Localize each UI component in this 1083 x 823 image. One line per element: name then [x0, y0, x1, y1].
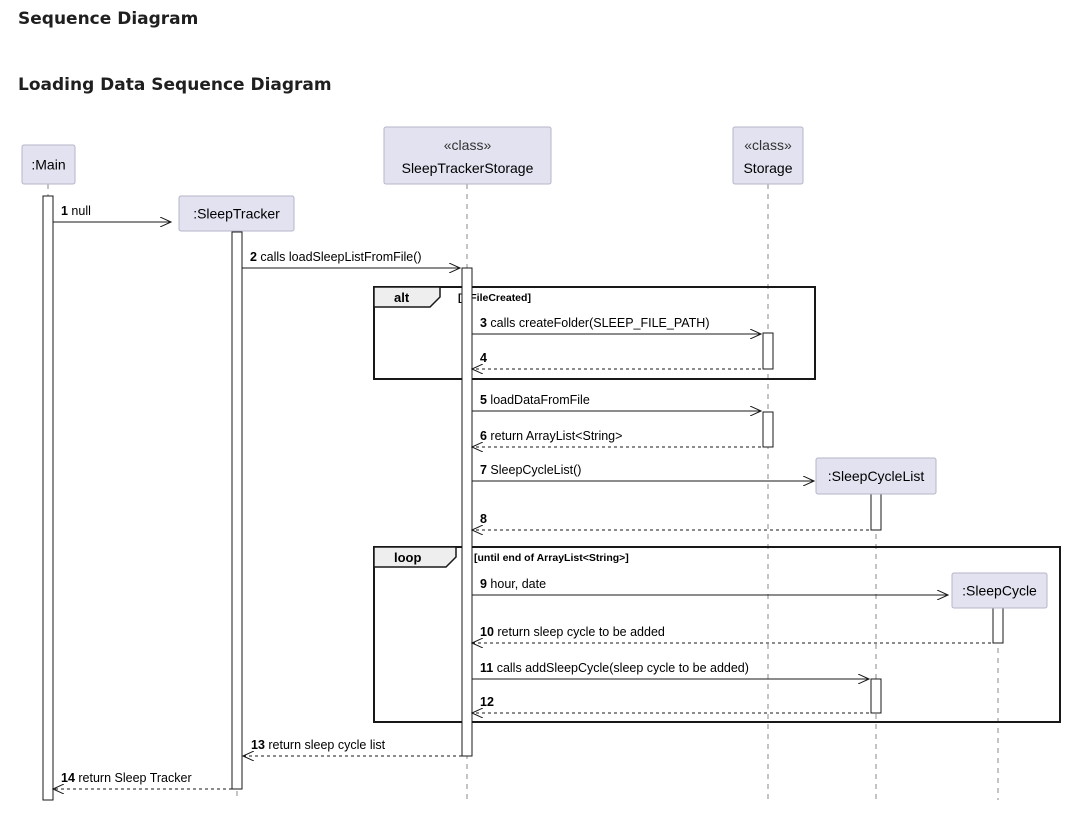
activation-bar: [870, 493, 882, 531]
message-label: 5 loadDataFromFile: [480, 393, 590, 407]
message-1: 1 null: [53, 204, 171, 222]
message-label: 7 SleepCycleList(): [480, 463, 581, 477]
message-text: return Sleep Tracker: [75, 771, 192, 785]
message-number: 9: [480, 577, 487, 591]
message-number: 3: [480, 316, 487, 330]
fragment-guard: [isFileCreated]: [458, 292, 531, 304]
participant-name: :Main: [31, 157, 65, 173]
message-8: 8: [472, 512, 869, 530]
message-12: 12: [472, 695, 869, 713]
participant-tracker: :SleepTracker: [178, 195, 295, 232]
message-14: 14 return Sleep Tracker: [53, 771, 232, 789]
message-13: 13 return sleep cycle list: [243, 738, 462, 756]
message-label: 14 return Sleep Tracker: [61, 771, 192, 785]
message-5: 5 loadDataFromFile: [472, 393, 761, 411]
message-11: 11 calls addSleepCycle(sleep cycle to be…: [472, 661, 869, 679]
participant-storage: «class» Storage: [732, 126, 804, 185]
participant-name: Storage: [743, 160, 792, 176]
message-text: return ArrayList<String>: [487, 429, 622, 443]
participant-box: [951, 572, 1048, 609]
participant-box: [732, 126, 804, 185]
message-10: 10 return sleep cycle to be added: [472, 625, 991, 643]
participant-cyclelist: :SleepCycleList: [815, 457, 937, 495]
activation-bar: [42, 195, 54, 801]
fragment-tab: [373, 286, 441, 308]
message-9: 9 hour, date: [472, 577, 948, 595]
activation-bar: [231, 231, 243, 790]
message-label: 13 return sleep cycle list: [251, 738, 386, 752]
participant-main: :Main: [21, 144, 76, 185]
fragment-frame: [373, 546, 1061, 723]
message-label: 4: [480, 351, 487, 365]
participant-name: SleepTrackerStorage: [402, 160, 534, 176]
message-number: 10: [480, 625, 494, 639]
message-text: hour, date: [487, 577, 546, 591]
activation-bar: [762, 332, 774, 370]
message-label: 2 calls loadSleepListFromFile(): [250, 250, 422, 264]
message-text: loadDataFromFile: [487, 393, 590, 407]
message-label: 10 return sleep cycle to be added: [480, 625, 665, 639]
message-number: 1: [61, 204, 68, 218]
participant-name: :SleepCycleList: [828, 468, 925, 484]
participant-name: :SleepTracker: [193, 206, 280, 222]
diagram-title: Loading Data Sequence Diagram: [18, 75, 332, 95]
participant-stereotype: «class»: [444, 137, 492, 153]
participant-stereotype: «class»: [744, 137, 792, 153]
fragment-guard: [until end of ArrayList<String>]: [474, 552, 629, 564]
message-number: 11: [480, 661, 493, 675]
message-label: 1 null: [61, 204, 91, 218]
section-title: Sequence Diagram: [18, 9, 199, 29]
message-label: 6 return ArrayList<String>: [480, 429, 622, 443]
message-label: 3 calls createFolder(SLEEP_FILE_PATH): [480, 316, 710, 330]
message-label: 9 hour, date: [480, 577, 546, 591]
message-number: 12: [480, 695, 494, 709]
message-number: 14: [61, 771, 75, 785]
participant-cycle: :SleepCycle: [951, 572, 1048, 609]
message-text: calls loadSleepListFromFile(): [257, 250, 422, 264]
participant-box: [383, 126, 552, 185]
fragment-kind: alt: [394, 290, 410, 305]
message-number: 13: [251, 738, 265, 752]
message-4: 4: [472, 351, 761, 369]
participant-box: [178, 195, 295, 232]
message-label: 11 calls addSleepCycle(sleep cycle to be…: [480, 661, 749, 675]
activation-bar: [461, 267, 473, 757]
message-number: 7: [480, 463, 487, 477]
message-label: 12: [480, 695, 494, 709]
message-3: 3 calls createFolder(SLEEP_FILE_PATH): [472, 316, 761, 334]
message-7: 7 SleepCycleList(): [472, 463, 814, 481]
message-text: SleepCycleList(): [487, 463, 581, 477]
fragment-loop: loop [until end of ArrayList<String>]: [373, 546, 1061, 723]
activation-bar: [870, 678, 882, 714]
activation-bar: [992, 607, 1004, 644]
fragment-tab: [373, 546, 457, 568]
activation-bar: [762, 411, 774, 448]
message-number: 6: [480, 429, 487, 443]
message-number: 2: [250, 250, 257, 264]
message-number: 4: [480, 351, 487, 365]
message-text: calls addSleepCycle(sleep cycle to be ad…: [493, 661, 749, 675]
message-text: return sleep cycle list: [265, 738, 386, 752]
message-6: 6 return ArrayList<String>: [472, 429, 761, 447]
fragment-alt: alt [isFileCreated]: [373, 286, 816, 380]
participant-storage_ts: «class» SleepTrackerStorage: [383, 126, 552, 185]
fragment-kind: loop: [394, 550, 421, 565]
message-label: 8: [480, 512, 487, 526]
message-text: calls createFolder(SLEEP_FILE_PATH): [487, 316, 710, 330]
message-text: return sleep cycle to be added: [494, 625, 665, 639]
message-2: 2 calls loadSleepListFromFile(): [242, 250, 460, 268]
message-text: null: [68, 204, 91, 218]
message-number: 5: [480, 393, 487, 407]
fragment-frame: [373, 286, 816, 380]
participant-box: [815, 457, 937, 495]
participant-box: [21, 144, 76, 185]
message-number: 8: [480, 512, 487, 526]
participant-name: :SleepCycle: [962, 583, 1037, 599]
